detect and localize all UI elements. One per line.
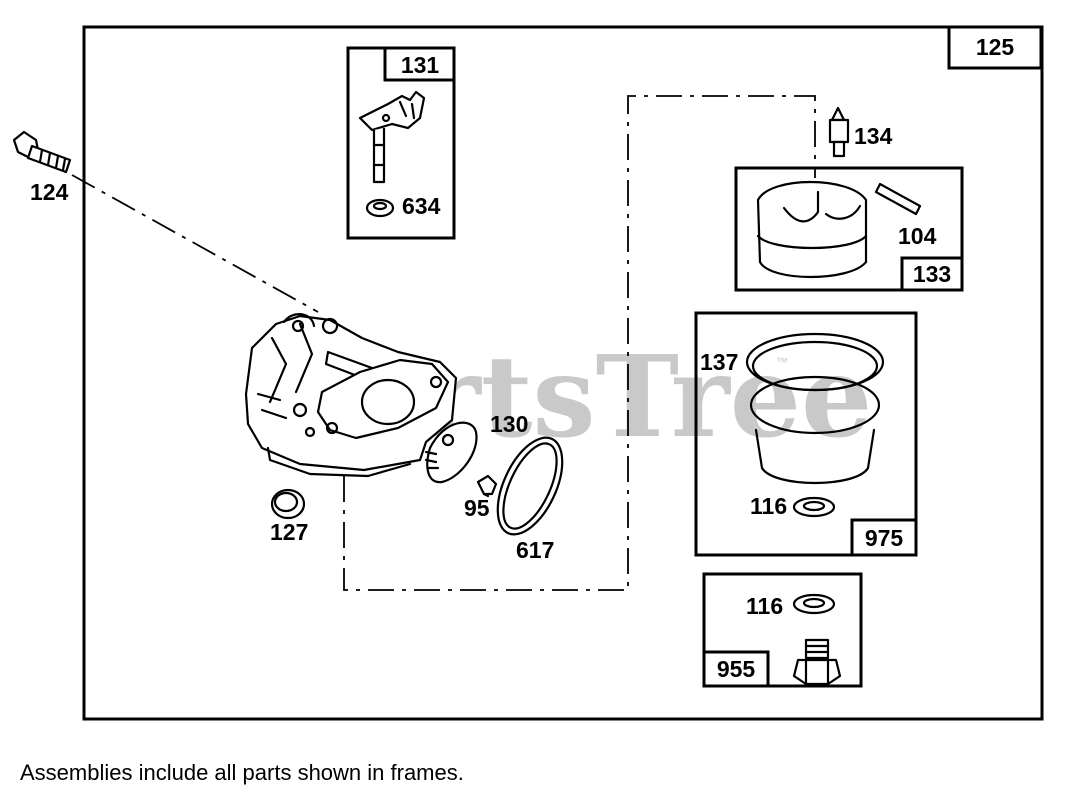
frame-133-tag-box — [900, 256, 964, 292]
pin-104-icon — [874, 182, 922, 216]
needle-134-icon — [828, 106, 850, 158]
label-634: 634 — [402, 193, 441, 219]
caption: Assemblies include all parts shown in fr… — [20, 760, 464, 785]
oring-617-icon — [496, 436, 564, 536]
frame-131-tag: 131 — [401, 52, 440, 78]
bowl-nut-955-icon — [792, 638, 842, 686]
float-133-icon — [756, 180, 868, 279]
washer-634-icon — [365, 198, 395, 218]
frame-955 — [702, 572, 863, 688]
frame-955-tag: 955 — [717, 656, 756, 682]
label-124: 124 — [30, 179, 69, 205]
frame-975 — [694, 311, 918, 557]
label-127: 127 — [270, 519, 308, 545]
frame-975-tag-box — [850, 518, 918, 557]
main-frame-tag: 125 — [976, 34, 1015, 60]
frame-133-tag: 133 — [913, 261, 951, 287]
label-116-frame-955: 116 — [746, 593, 783, 619]
frame-133 — [734, 166, 964, 292]
label-137: 137 — [700, 349, 738, 375]
throttle-shaft-icon — [358, 90, 426, 184]
plug-127-icon — [270, 488, 306, 520]
label-95: 95 — [464, 495, 490, 521]
washer-116-icon — [792, 496, 836, 518]
bolt-124-icon — [12, 130, 72, 174]
main-assembly-frame — [82, 25, 1044, 721]
label-134: 134 — [854, 123, 893, 149]
diaphragm-130-icon — [424, 421, 478, 484]
frame-955-tag-box — [702, 650, 770, 688]
leader-124 — [71, 174, 319, 313]
label-104: 104 — [898, 223, 937, 249]
carburetor-body-icon — [244, 313, 458, 478]
frame-131-tag-box — [383, 46, 456, 82]
label-130: 130 — [490, 411, 528, 437]
main-frame-tag-box — [947, 25, 1043, 70]
label-116-frame-975: 116 — [750, 493, 787, 519]
leader-float-bowl — [343, 95, 816, 591]
float-bowl-975-icon — [745, 332, 885, 485]
label-617: 617 — [516, 537, 554, 563]
watermark-trademark: ™ — [776, 355, 788, 369]
screw-95-icon — [476, 474, 498, 498]
washer-116-small-icon — [792, 593, 836, 615]
frame-975-tag: 975 — [865, 525, 904, 551]
